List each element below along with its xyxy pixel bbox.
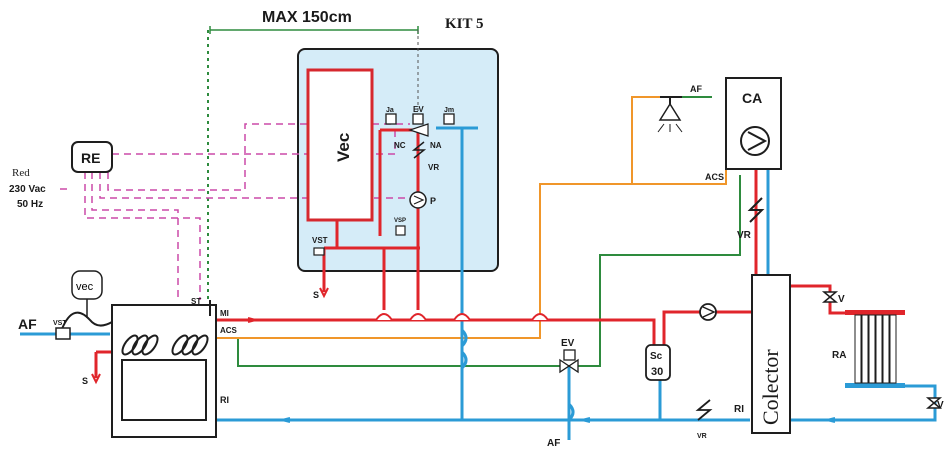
vr-bottom-symbol [695,399,713,421]
ri-left-label: RI [220,395,229,405]
vsp-label: VSP [394,218,406,224]
s-left-symbol [91,373,101,385]
jm-valve [443,113,455,125]
v-bottom-label: V [937,400,944,411]
vst-left-label: VST [53,320,67,327]
ev-kit-body [408,123,429,137]
flow-arrows [247,317,836,423]
orange-acs-line [210,96,660,339]
acs-top-label: ACS [705,172,724,182]
vec-vessel-label: vec [76,281,94,293]
voltage-label: 230 Vac [9,184,46,195]
ca-pump [740,126,770,156]
ja-label: Ja [386,107,394,114]
ja-valve [385,113,397,125]
red-label: Red [12,167,30,179]
sc-number: 30 [651,366,663,378]
frequency-label: 50 Hz [17,199,43,210]
boiler-window [121,359,207,421]
mi-label: MI [220,309,229,318]
vr-right-label: VR [737,230,752,241]
sc-label: Sc [650,351,663,362]
ri-bottom-label: RI [734,404,744,415]
vsp-valve [395,225,406,236]
ev-mid-label: EV [561,338,575,349]
hot-lines [94,128,845,378]
af-left-label: AF [18,316,37,332]
line-crossings [375,313,549,321]
boiler-coils [121,334,209,356]
re-controller [71,141,113,173]
sc-separator [645,344,671,381]
af-top-label: AF [690,84,702,94]
v-top-valve [821,291,839,303]
ev-kit-label: EV [413,105,424,114]
max-dimension [207,26,419,300]
jm-label: Jm [444,107,454,114]
s-kit-symbol [319,287,329,299]
shower-head [657,96,712,133]
v-bottom-valve [925,397,943,409]
cold-crossing [460,328,575,422]
re-label: RE [81,150,100,166]
vec-tank-label: Vec [334,133,353,162]
vec-tank [306,68,374,222]
signal-lines [60,123,420,302]
kit-title: KIT 5 [445,16,484,32]
s-kit-label: S [313,290,319,300]
acs-left-label: ACS [220,326,238,335]
ev-mid-actuator [563,349,576,361]
expansion-pipe [59,311,113,335]
max-length-label: MAX 150cm [262,9,352,26]
radiator [845,310,905,388]
s-left-label: S [82,376,88,386]
colector-label: Colector [758,349,783,425]
vr-kit-symbol [411,141,427,159]
acs-to-ca-line [632,170,727,185]
vr-bottom-label: VR [697,433,707,440]
ev-mid-body [559,358,579,374]
vst-left-valve [55,327,71,340]
colector [751,274,791,434]
vst-kit-label: VST [312,236,328,245]
ra-label: RA [832,350,846,361]
ca-label: CA [742,90,762,106]
vr-right-symbol [747,197,765,223]
st-label: ST [191,297,201,306]
ev-kit-valve [412,113,424,125]
v-top-label: V [838,294,845,305]
na-label: NA [430,141,442,150]
vst-kit-valve [313,247,325,256]
af-bottom-label: AF [547,438,560,449]
nc-label: NC [394,141,406,150]
vr-kit-label: VR [428,163,439,172]
p-label: P [430,196,436,206]
